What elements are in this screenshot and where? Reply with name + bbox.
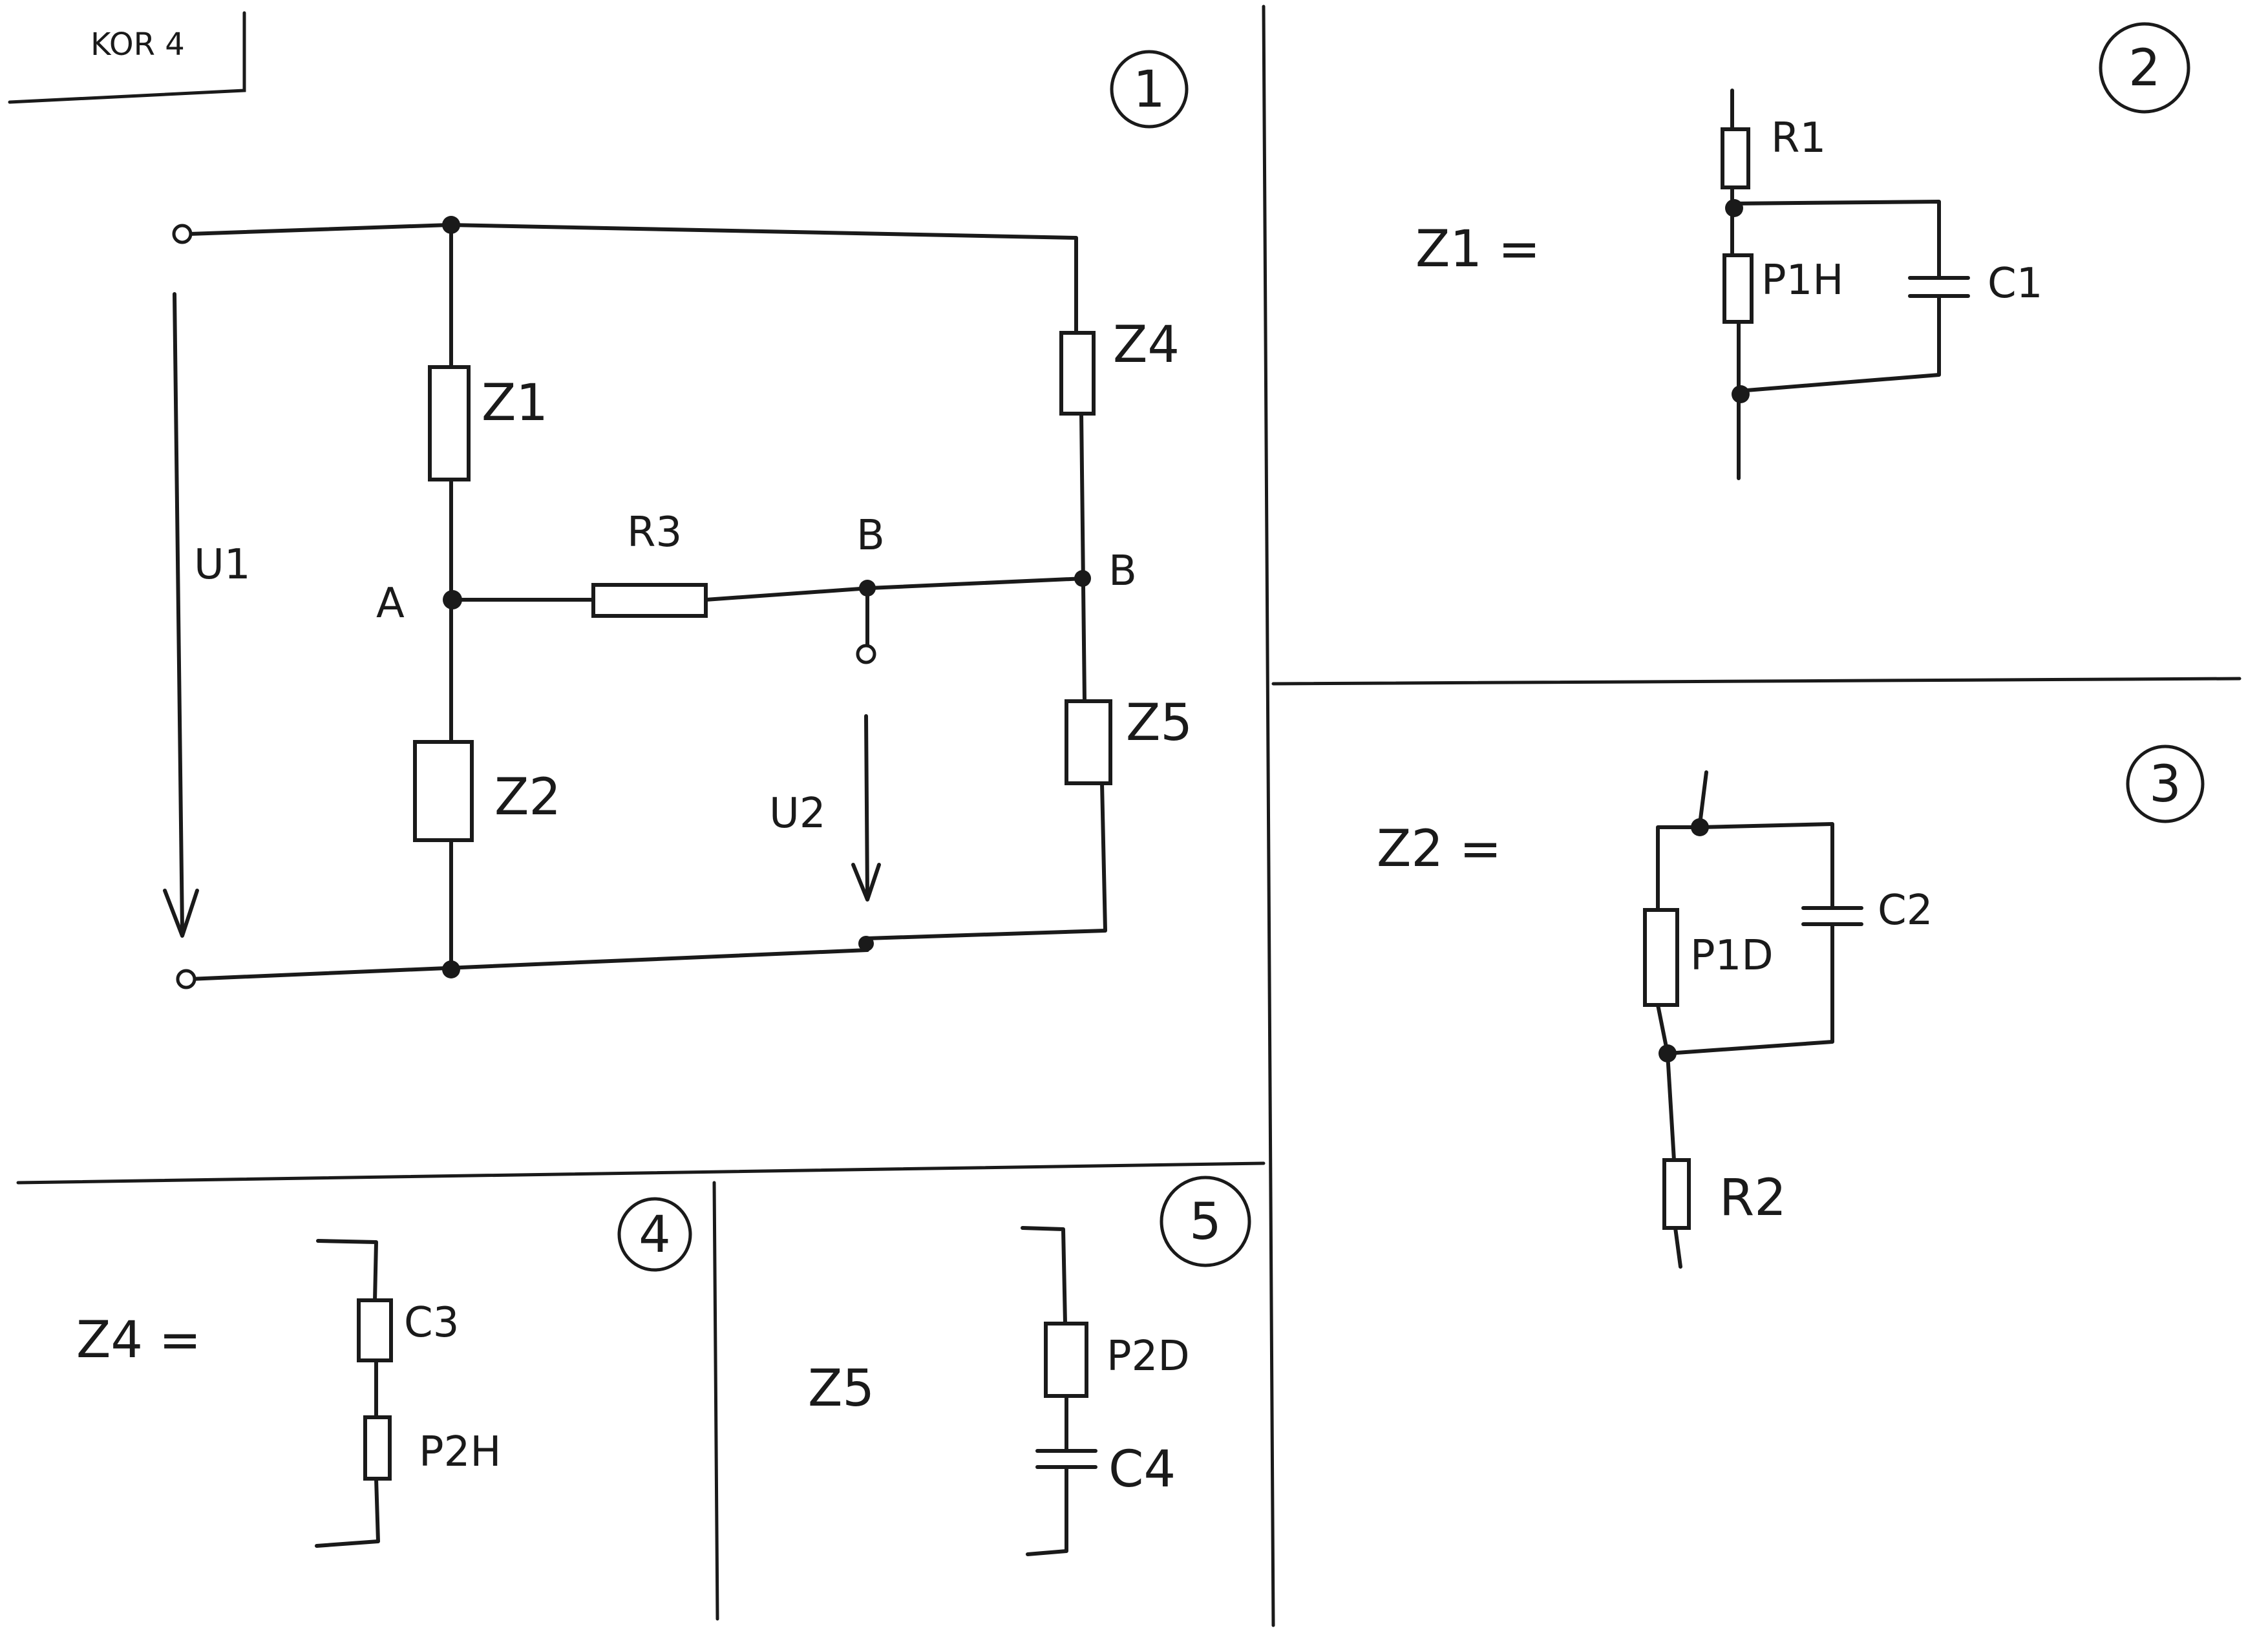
z2-detail-top-junction bbox=[1691, 818, 1709, 836]
panel-number-3-label: 3 bbox=[2149, 755, 2181, 814]
panel-dividers bbox=[16, 5, 2242, 1627]
c3-label: C3 bbox=[404, 1299, 459, 1347]
junction-b-right bbox=[1074, 570, 1091, 587]
z1-detail-title: Z1 = bbox=[1415, 220, 1540, 279]
header-tag: KOR 4 bbox=[8, 11, 246, 104]
panel-number-1: 1 bbox=[1110, 50, 1189, 129]
z2-label: Z2 bbox=[494, 768, 561, 827]
z1-detail-bottom-junction bbox=[1732, 385, 1750, 403]
z1-resistor bbox=[428, 365, 471, 481]
bottom-left-terminal bbox=[176, 969, 196, 989]
z2-detail: Z2 = P1D C2 R2 bbox=[1377, 770, 1933, 1269]
z5-detail: Z5 P2D C4 bbox=[808, 1226, 1190, 1556]
node-b-mid-label: B bbox=[856, 512, 885, 560]
z5-resistor bbox=[1065, 699, 1112, 785]
node-b-right-label: B bbox=[1108, 547, 1137, 595]
u2-label: U2 bbox=[769, 790, 826, 838]
panel-number-2: 2 bbox=[2099, 22, 2190, 114]
u2-probe-terminal bbox=[856, 644, 876, 664]
r3-resistor bbox=[591, 583, 708, 618]
panel-number-2-label: 2 bbox=[2128, 39, 2161, 98]
z2-detail-bottom-junction bbox=[1659, 1044, 1677, 1062]
top-left-terminal bbox=[172, 224, 193, 244]
panel-number-5-label: 5 bbox=[1189, 1193, 1222, 1251]
z4-detail-title: Z4 = bbox=[76, 1311, 201, 1369]
z5-detail-title: Z5 bbox=[808, 1360, 874, 1418]
junction-bottom bbox=[442, 960, 460, 978]
r2-resistor bbox=[1662, 1158, 1691, 1230]
panel-number-1-label: 1 bbox=[1133, 61, 1165, 119]
p1d-label: P1D bbox=[1690, 932, 1774, 980]
c1-label: C1 bbox=[1987, 260, 2042, 308]
p2h-label: P2H bbox=[419, 1428, 501, 1476]
header-tag-label: KOR 4 bbox=[90, 26, 185, 63]
p1h-resistor bbox=[1722, 253, 1754, 324]
junction-top bbox=[442, 216, 460, 234]
p1h-label: P1H bbox=[1761, 257, 1843, 304]
c4-label: C4 bbox=[1108, 1441, 1176, 1499]
z2-detail-title: Z2 = bbox=[1377, 820, 1501, 878]
panel-number-4: 4 bbox=[617, 1197, 692, 1272]
junction-b-mid bbox=[859, 580, 876, 597]
z4-label: Z4 bbox=[1113, 316, 1180, 374]
z4-detail: Z4 = C3 P2H bbox=[76, 1239, 501, 1548]
z4-resistor bbox=[1059, 331, 1096, 416]
p1d-resistor bbox=[1643, 908, 1679, 1007]
u1-label: U1 bbox=[194, 541, 251, 589]
p2d-resistor bbox=[1044, 1322, 1088, 1398]
node-a-label: A bbox=[376, 580, 405, 628]
r1-label: R1 bbox=[1771, 114, 1826, 162]
junction-a bbox=[443, 590, 462, 609]
junction-bottom-mid bbox=[858, 936, 874, 951]
r3-label: R3 bbox=[627, 509, 682, 556]
panel-number-5: 5 bbox=[1160, 1176, 1251, 1267]
panel-number-4-label: 4 bbox=[639, 1206, 671, 1264]
z1-detail: Z1 = R1 P1H C1 bbox=[1415, 89, 2042, 480]
z1-detail-top-junction bbox=[1725, 199, 1743, 217]
panel-number-3: 3 bbox=[2126, 745, 2205, 823]
r2-label: R2 bbox=[1719, 1169, 1786, 1227]
z5-label: Z5 bbox=[1126, 694, 1192, 752]
bridge-circuit: Z1 Z2 Z4 Z5 R3 A B B U1 U2 bbox=[163, 216, 1192, 989]
c3-element bbox=[357, 1298, 393, 1362]
p2h-resistor bbox=[363, 1415, 392, 1481]
c2-label: C2 bbox=[1878, 887, 1933, 935]
r1-resistor bbox=[1721, 127, 1750, 189]
z2-resistor bbox=[413, 740, 474, 842]
z1-label: Z1 bbox=[482, 374, 548, 432]
p2d-label: P2D bbox=[1107, 1333, 1190, 1380]
